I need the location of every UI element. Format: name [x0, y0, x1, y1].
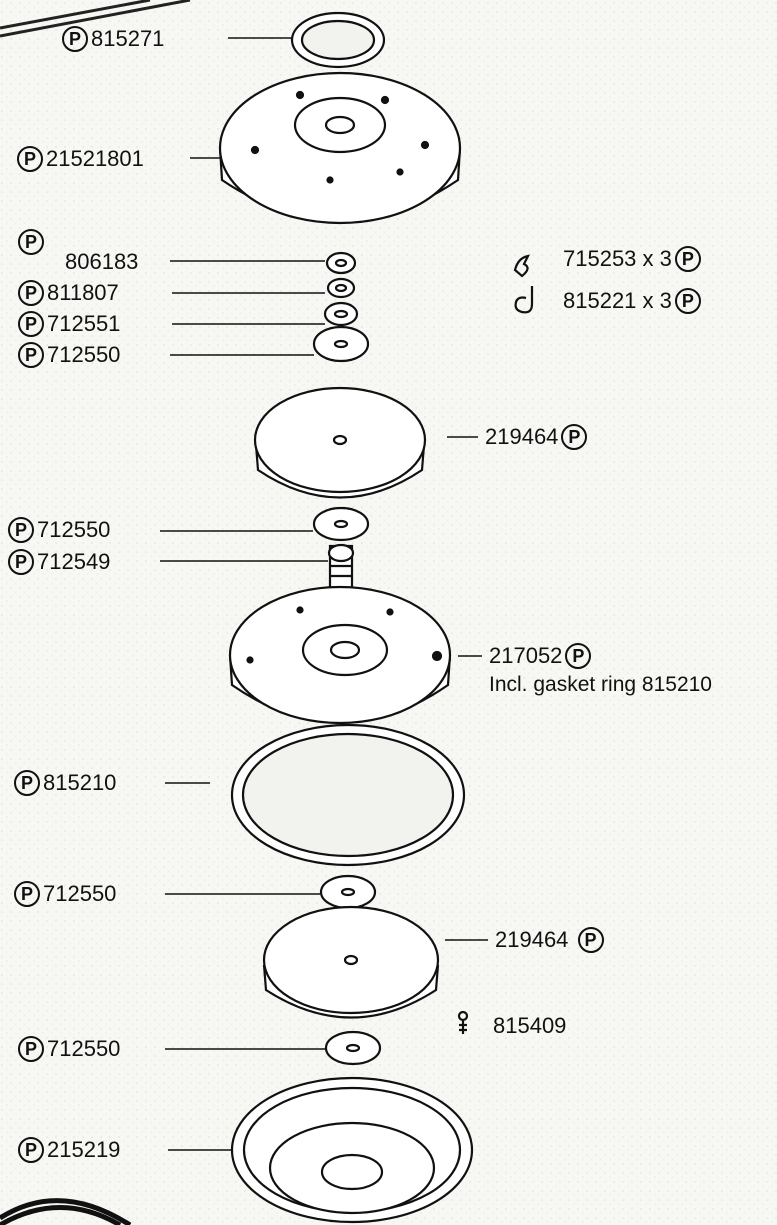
- p-marker: P: [8, 517, 34, 543]
- p-marker: P: [18, 229, 44, 255]
- p-marker: P: [14, 881, 40, 907]
- side-part-815409: 815409: [493, 1013, 567, 1039]
- p-marker: P: [674, 288, 701, 314]
- p-marker: P: [18, 1036, 44, 1062]
- part-712549: [327, 543, 355, 592]
- part-806183: [325, 251, 357, 275]
- part-712550: [312, 325, 370, 363]
- part-811807: [326, 277, 356, 299]
- callout-806183: 806183: [65, 249, 139, 275]
- hook-icon: [514, 286, 534, 314]
- p-marker: P: [17, 146, 43, 172]
- screw-icon: [457, 1010, 469, 1034]
- p-marker: P: [565, 643, 592, 669]
- callout-806183-marker: P: [18, 229, 44, 255]
- part-712550: [319, 874, 377, 910]
- callout-219464-b: 219464 P: [492, 927, 604, 953]
- p-marker: P: [8, 549, 34, 575]
- p-marker: P: [62, 26, 88, 52]
- clip-icon: [513, 254, 530, 278]
- p-marker: P: [674, 246, 701, 272]
- part-219464: [253, 386, 427, 499]
- part-712550: [324, 1030, 382, 1066]
- part-215219: [230, 1076, 474, 1224]
- part-21521801: [218, 71, 462, 225]
- gasket-note: Incl. gasket ring 815210: [489, 673, 712, 696]
- p-marker: P: [14, 770, 40, 796]
- p-marker: P: [18, 311, 44, 337]
- part-815271: [290, 11, 386, 69]
- p-marker: P: [577, 927, 604, 953]
- p-marker: P: [18, 1137, 44, 1163]
- part-712550: [312, 506, 370, 542]
- p-marker: P: [18, 280, 44, 306]
- p-marker: P: [18, 342, 44, 368]
- part-712551: [323, 301, 359, 327]
- part-217052: [228, 585, 452, 725]
- part-815210: [230, 723, 466, 867]
- p-marker: P: [561, 424, 588, 450]
- part-219464: [262, 905, 440, 1019]
